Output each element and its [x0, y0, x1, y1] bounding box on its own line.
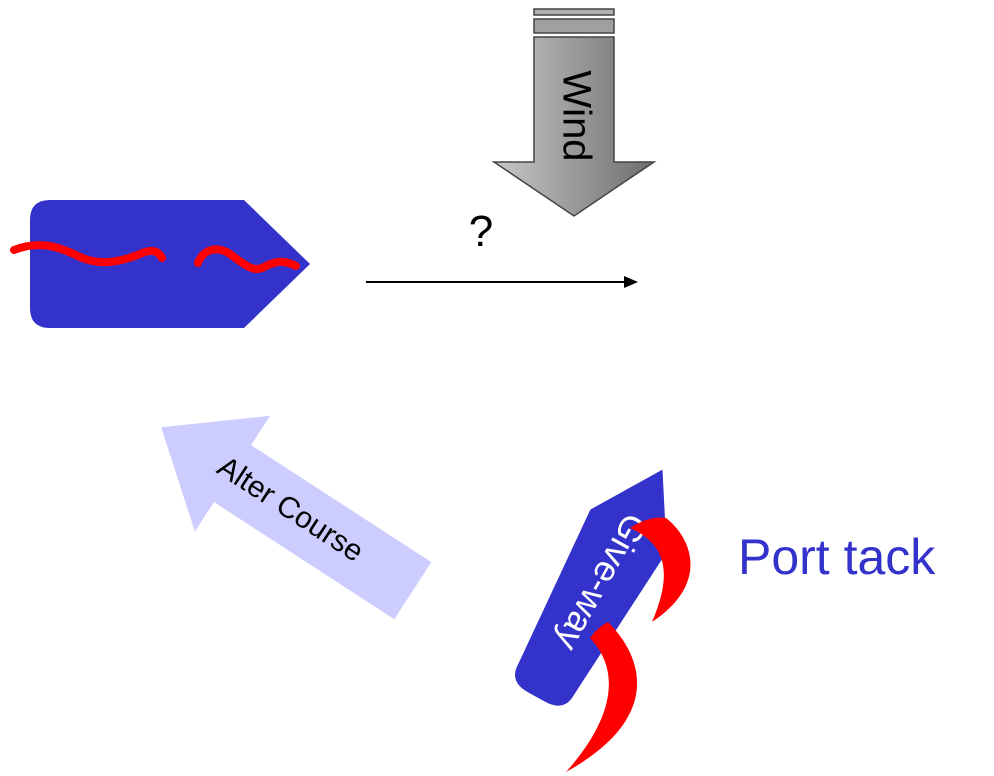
stand-on-boat-sail: [10, 241, 166, 267]
stand-on-boat: [10, 200, 310, 328]
give-way-boat-sail: [566, 622, 638, 772]
port-tack-label: Port tack: [738, 529, 936, 585]
question-mark: ?: [469, 207, 493, 256]
alter-course-arrow-body: [161, 415, 432, 620]
stand-on-boat-sail: [194, 245, 300, 273]
alter-course-arrow: Alter Course: [161, 415, 432, 620]
give-way-boat-hull: [515, 469, 667, 706]
wind-arrow: Wind: [491, 8, 657, 217]
wind-label: Wind: [554, 70, 598, 161]
stand-on-boat-hull: [30, 200, 310, 328]
wind-arrow-body: [491, 36, 657, 217]
wind-arrow-stripe: [533, 18, 615, 34]
wind-arrow-stripe: [533, 8, 615, 16]
give-way-boat-sail: [630, 517, 691, 622]
